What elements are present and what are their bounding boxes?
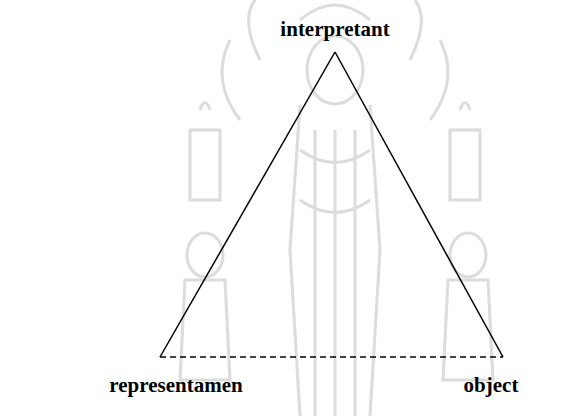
triangle-side: [335, 52, 503, 357]
dashed-base: [160, 356, 503, 358]
term-label: object: [464, 374, 519, 397]
triangle-side: [160, 52, 335, 357]
term-label: representamen: [109, 374, 242, 397]
term-label: interpretant: [280, 18, 389, 41]
